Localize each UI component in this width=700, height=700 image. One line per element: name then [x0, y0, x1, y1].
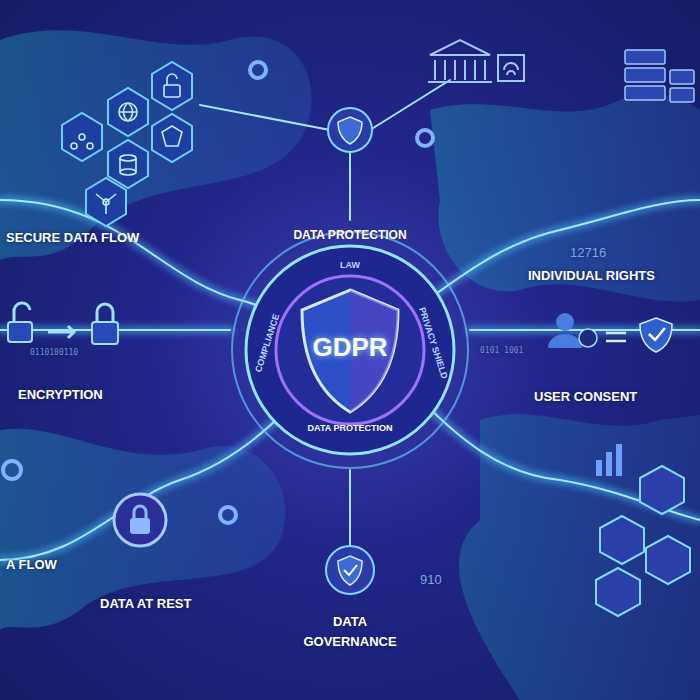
section-label: USER CONSENT	[534, 389, 637, 404]
number-label: 12716	[570, 245, 606, 260]
section-label: INDIVIDUAL RIGHTS	[528, 268, 655, 283]
ring-text: DATA PROTECTION	[293, 228, 406, 242]
binary-text: 0110100110	[30, 348, 78, 357]
section-label: DATA GOVERNANCE	[300, 612, 400, 651]
section-label: SECURE DATA FLOW	[6, 230, 139, 245]
emblem-title: GDPR	[312, 332, 387, 363]
ring-text: DATA PROTECTION	[308, 423, 393, 433]
section-label: ENCRYPTION	[18, 387, 103, 402]
ring-text: LAW	[340, 260, 360, 270]
section-label: A FLOW	[6, 557, 57, 572]
gdpr-circle: DATA PROTECTIONLAWCOMPLIANCEGDPRPRIVACY …	[215, 215, 485, 475]
section-label: DATA AT REST	[100, 596, 191, 611]
binary-text: 0101 1001	[480, 346, 523, 355]
number-label: 910	[420, 572, 442, 587]
